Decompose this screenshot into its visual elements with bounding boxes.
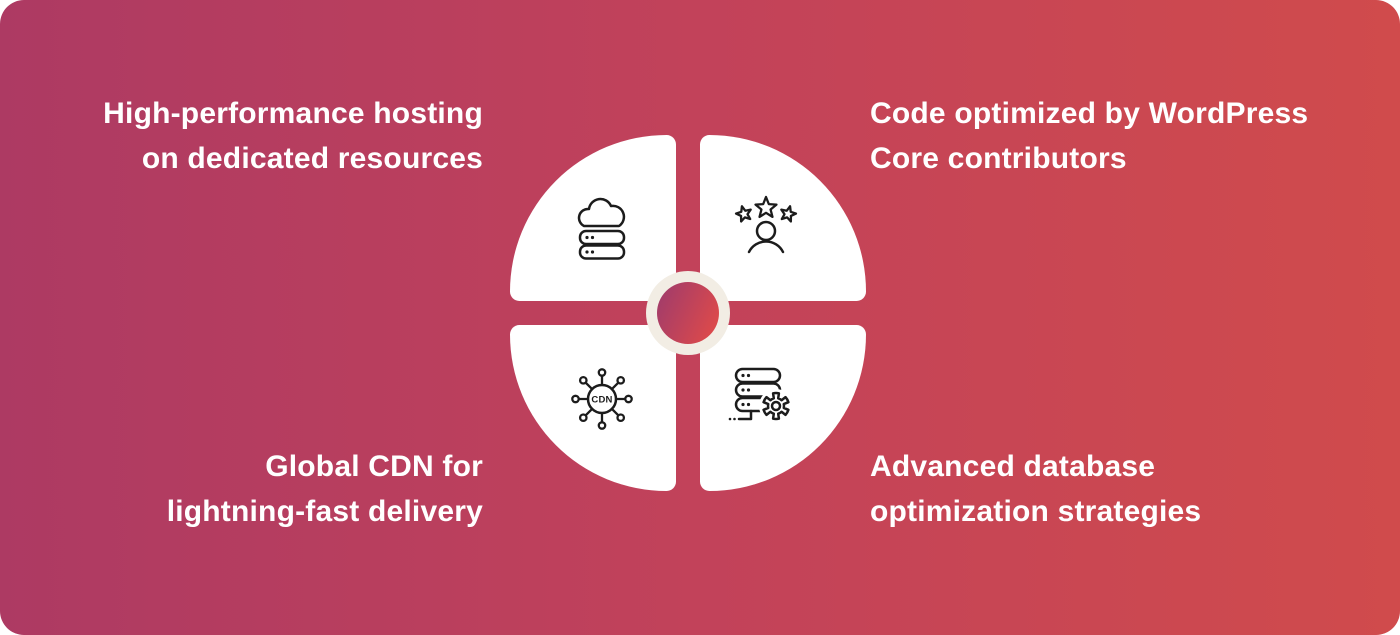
quadrant-top-right [700,135,866,301]
caption-line: Global CDN for [265,450,483,483]
quadrant-bottom-right [700,325,866,491]
caption-line: High-performance hosting [103,97,483,130]
caption-line: Code optimized by WordPress [870,97,1309,130]
quadrant-bottom-left: CDN [510,325,676,491]
caption-top-right: Code optimized by WordPress Core contrib… [870,91,1308,181]
database-gear-icon [728,367,793,423]
caption-line: lightning-fast delivery [166,495,483,528]
caption-bottom-right: Advanced database optimization strategie… [870,444,1201,534]
caption-bottom-left: Global CDN for lightning-fast delivery [167,444,483,534]
caption-top-left: High-performance hosting on dedicated re… [103,91,483,181]
quadrant-figure: CDN [510,135,866,491]
caption-line: Advanced database [870,450,1156,483]
center-hub-core [657,282,719,344]
caption-line: on dedicated resources [141,142,483,175]
cdn-network-icon: CDN [571,368,633,430]
caption-line: optimization strategies [870,495,1202,528]
center-hub [646,271,730,355]
cdn-badge-label: CDN [591,395,612,406]
caption-line: Core contributors [870,142,1127,175]
star-contributors-icon [734,195,798,254]
cloud-server-icon [577,197,626,260]
quadrant-top-left [510,135,676,301]
